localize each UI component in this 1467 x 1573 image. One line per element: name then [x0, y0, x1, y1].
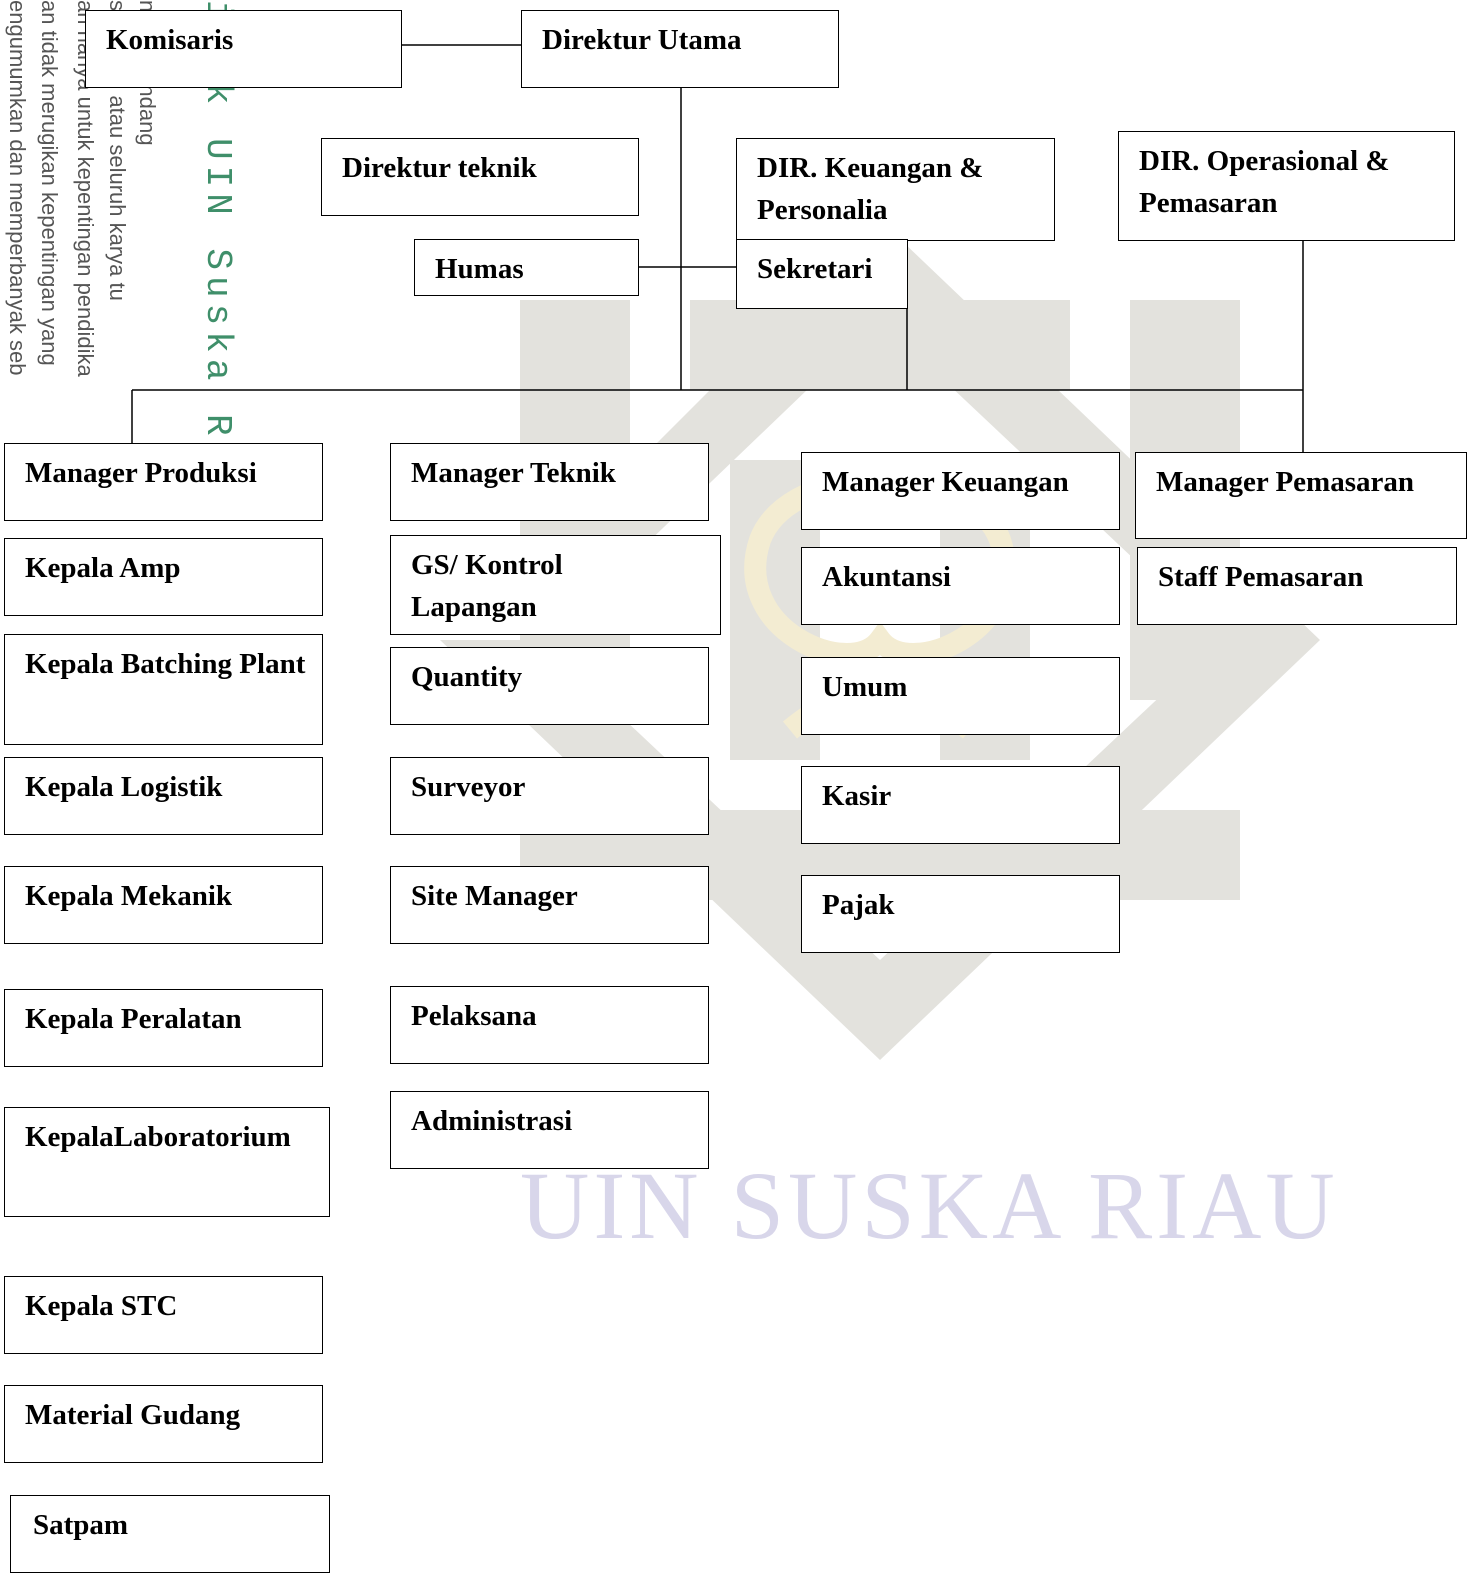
org-box-manager-teknik: Manager Teknik	[390, 443, 709, 521]
org-box-manager-keuangan: Manager Keuangan	[801, 452, 1120, 530]
org-box-manager-produksi: Manager Produksi	[4, 443, 323, 521]
org-box-satpam: Satpam	[10, 1495, 330, 1573]
org-box-akuntansi: Akuntansi	[801, 547, 1120, 625]
org-box-surveyor: Surveyor	[390, 757, 709, 835]
org-box-dir-keuangan: DIR. Keuangan & Personalia	[736, 138, 1055, 241]
org-box-site-manager: Site Manager	[390, 866, 709, 944]
org-box-direktur-utama: Direktur Utama	[521, 10, 839, 88]
org-box-dir-operasional: DIR. Operasional & Pemasaran	[1118, 131, 1455, 241]
org-box-kepala-amp: Kepala Amp	[4, 538, 323, 616]
org-box-administrasi: Administrasi	[390, 1091, 709, 1169]
org-box-kepala-batching-plant: Kepala Batching Plant	[4, 634, 323, 745]
org-box-pajak: Pajak	[801, 875, 1120, 953]
org-box-sekretari: Sekretari	[736, 239, 908, 309]
org-box-kasir: Kasir	[801, 766, 1120, 844]
org-box-quantity: Quantity	[390, 647, 709, 725]
org-box-kepala-peralatan: Kepala Peralatan	[4, 989, 323, 1067]
org-box-kepala-logistik: Kepala Logistik	[4, 757, 323, 835]
watermark-text: UIN SUSKA RIAU	[520, 1152, 1339, 1259]
org-box-komisaris: Komisaris	[85, 10, 402, 88]
org-box-direktur-teknik: Direktur teknik	[321, 138, 639, 216]
org-box-kepala-mekanik: Kepala Mekanik	[4, 866, 323, 944]
org-box-material-gudang: Material Gudang	[4, 1385, 323, 1463]
org-box-manager-pemasaran: Manager Pemasaran	[1135, 452, 1467, 539]
org-box-pelaksana: Pelaksana	[390, 986, 709, 1064]
org-box-kepala-laboratorium: KepalaLaboratorium	[4, 1107, 330, 1217]
org-box-gs-kontrol-lapangan: GS/ Kontrol Lapangan	[390, 535, 721, 635]
org-box-umum: Umum	[801, 657, 1120, 735]
org-box-staff-pemasaran: Staff Pemasaran	[1137, 547, 1457, 625]
org-box-humas: Humas	[414, 239, 639, 296]
org-box-kepala-stc: Kepala STC	[4, 1276, 323, 1354]
